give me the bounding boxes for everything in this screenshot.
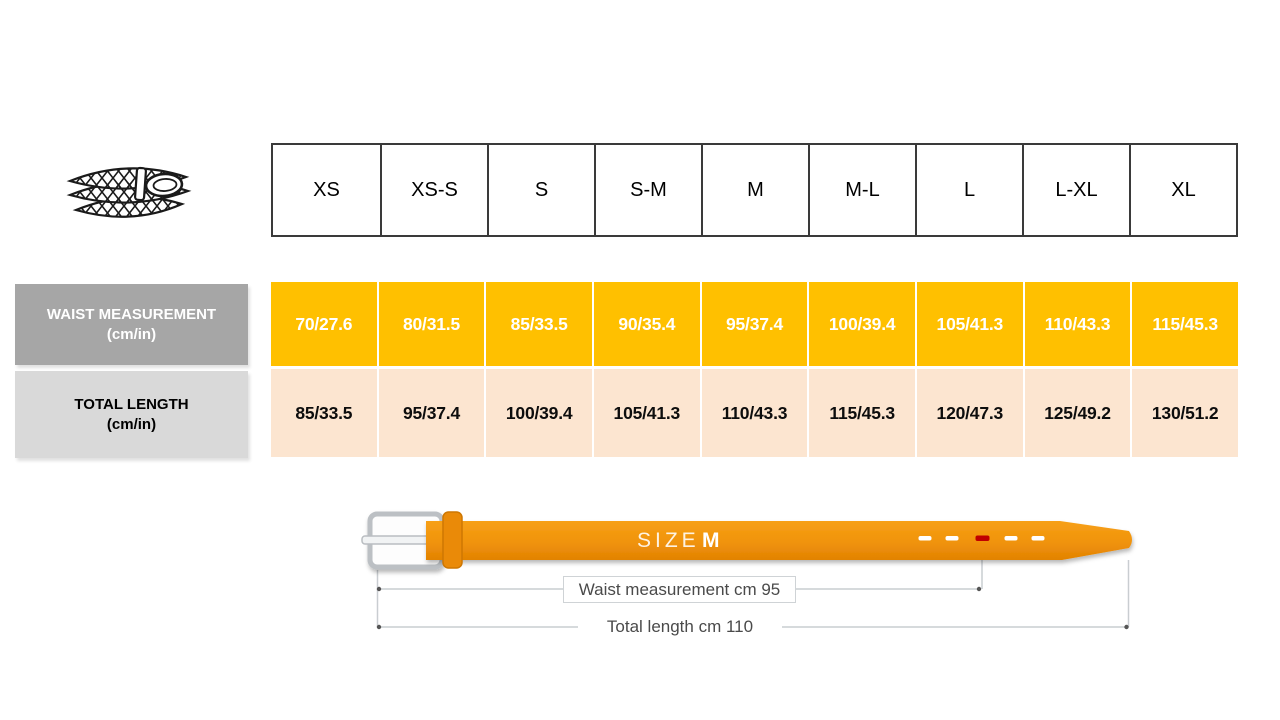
length-value-cell: 120/47.3 bbox=[916, 369, 1023, 457]
size-column-header-l: L bbox=[915, 145, 1022, 235]
length-value-cell: 105/41.3 bbox=[593, 369, 700, 457]
size-indicator-label: SIZE bbox=[637, 529, 700, 552]
waist-value-cell: 85/33.5 bbox=[486, 282, 592, 366]
length-value-cell: 125/49.2 bbox=[1024, 369, 1131, 457]
length-value-cell: 85/33.5 bbox=[271, 369, 377, 457]
measurement-endpoints bbox=[376, 586, 1129, 630]
row-label-text: WAIST MEASUREMENT bbox=[46, 305, 217, 323]
braided-belt-icon bbox=[66, 166, 192, 218]
size-column-header-s-m: S-M bbox=[594, 145, 701, 235]
waist-value-cell: 70/27.6 bbox=[271, 282, 377, 366]
waist-value-cell: 110/43.3 bbox=[1024, 282, 1131, 366]
size-header-row: XS XS-S S S-M M M-L L L-XL XL bbox=[271, 143, 1238, 237]
belt-icon-keeper bbox=[133, 166, 148, 202]
length-value-cell: 95/37.4 bbox=[378, 369, 485, 457]
waist-value-cell: 115/45.3 bbox=[1132, 282, 1238, 366]
total-length-annotation-label: Total length cm 110 bbox=[578, 614, 782, 640]
length-value-cell: 130/51.2 bbox=[1132, 369, 1238, 457]
length-value-cell: 115/45.3 bbox=[809, 369, 915, 457]
row-unit-text: (cm/in) bbox=[106, 325, 157, 343]
total-length-row: 85/33.5 95/37.4 100/39.4 105/41.3 110/43… bbox=[271, 369, 1238, 457]
size-indicator: SIZE M bbox=[637, 529, 721, 552]
waist-measurement-row: 70/27.6 80/31.5 85/33.5 90/35.4 95/37.4 … bbox=[271, 282, 1238, 366]
belt-icon-buckle bbox=[144, 172, 184, 198]
size-column-header-m: M bbox=[701, 145, 808, 235]
waist-value-cell: 90/35.4 bbox=[593, 282, 700, 366]
waist-measurement-row-label: WAIST MEASUREMENT (cm/in) bbox=[15, 284, 248, 365]
belt-strap bbox=[426, 521, 1132, 560]
size-column-header-xs-s: XS-S bbox=[380, 145, 487, 235]
size-column-header-l-xl: L-XL bbox=[1022, 145, 1129, 235]
waist-value-cell: 105/41.3 bbox=[916, 282, 1023, 366]
waist-annotation-label: Waist measurement cm 95 bbox=[563, 576, 796, 603]
waist-value-cell: 95/37.4 bbox=[701, 282, 808, 366]
waist-value-cell: 100/39.4 bbox=[809, 282, 915, 366]
belt-holes bbox=[918, 535, 1045, 541]
size-column-header-m-l: M-L bbox=[808, 145, 915, 235]
size-column-header-xs: XS bbox=[313, 178, 340, 201]
size-column-header-s: S bbox=[487, 145, 594, 235]
row-label-text: TOTAL LENGTH bbox=[74, 395, 189, 413]
size-column-header-xl: XL bbox=[1129, 145, 1236, 235]
belt-diagram: SIZE M bbox=[361, 511, 1132, 630]
total-length-row-label: TOTAL LENGTH (cm/in) bbox=[15, 371, 248, 458]
length-value-cell: 100/39.4 bbox=[486, 369, 592, 457]
waist-value-cell: 80/31.5 bbox=[378, 282, 485, 366]
selected-hole-marker bbox=[975, 535, 990, 541]
belt-loop bbox=[442, 511, 463, 569]
length-value-cell: 110/43.3 bbox=[701, 369, 808, 457]
row-unit-text: (cm/in) bbox=[106, 415, 157, 433]
size-indicator-value: M bbox=[702, 529, 721, 552]
